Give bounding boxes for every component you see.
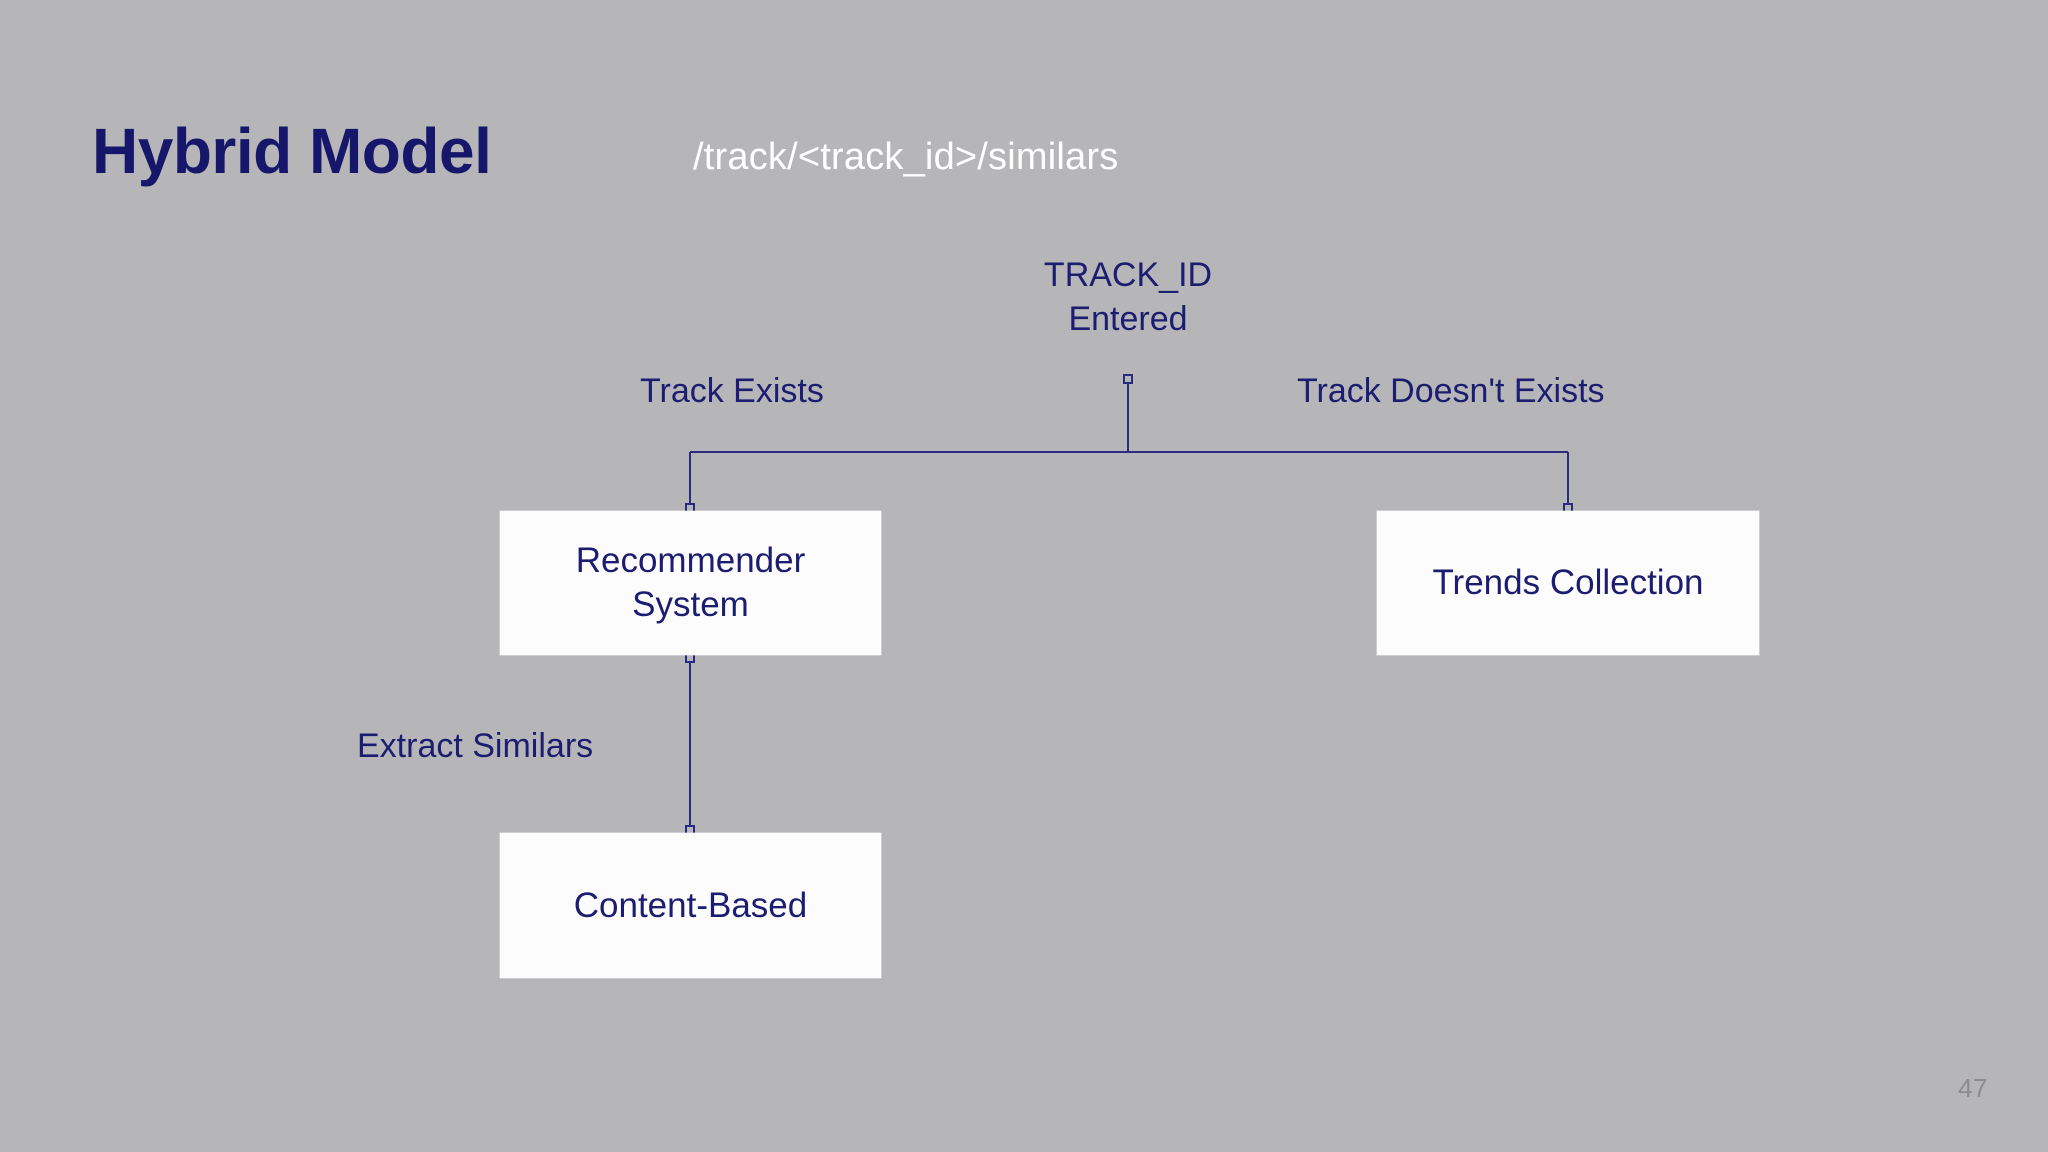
node-recommender-system[interactable]: Recommender System bbox=[500, 511, 881, 655]
node-content-based[interactable]: Content-Based bbox=[500, 833, 881, 978]
page-number: 47 bbox=[1958, 1073, 1988, 1103]
edge-label-extract-similars: Extract Similars bbox=[357, 727, 594, 765]
connector-node-root bbox=[1122, 373, 1134, 385]
edge-label-track-doesnt-exist: Track Doesn't Exists bbox=[1297, 372, 1605, 410]
endpoint-path: /track/<track_id>/similars bbox=[693, 136, 1119, 178]
page-title: Hybrid Model bbox=[92, 115, 492, 187]
diagram-root-label: TRACK_ID Entered bbox=[1043, 256, 1213, 338]
edge-label-track-exists: Track Exists bbox=[640, 372, 824, 410]
connector-node-recommender-bottom bbox=[684, 652, 696, 664]
node-trends-collection[interactable]: Trends Collection bbox=[1377, 511, 1759, 655]
